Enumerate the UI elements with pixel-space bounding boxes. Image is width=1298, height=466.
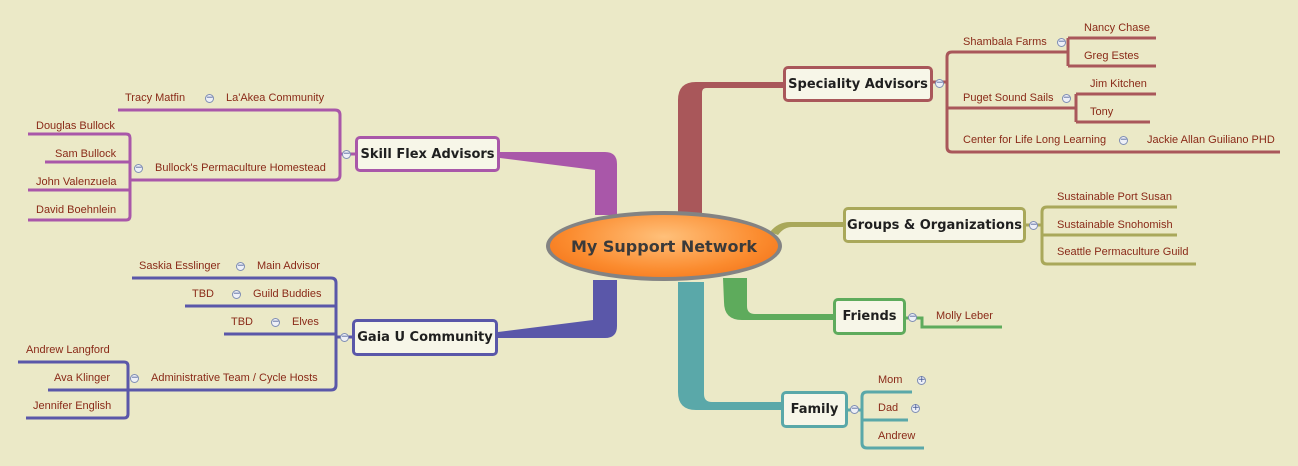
subtopic-greg-estes[interactable]: Greg Estes — [1084, 50, 1140, 62]
subtopic-shambala-farms[interactable]: Shambala Farms — [963, 36, 1047, 48]
collapse-guild-icon[interactable]: − — [232, 289, 241, 299]
collapse-puget-icon[interactable]: − — [1062, 93, 1071, 103]
collapse-gaiau-icon[interactable]: − — [340, 332, 349, 342]
subtopic-lakea-community[interactable]: La'Akea Community — [226, 92, 325, 104]
subtopic-douglas-bullock[interactable]: Douglas Bullock — [36, 120, 115, 132]
subtopic-andrew[interactable]: Andrew — [878, 430, 916, 442]
subtopic-guild-buddies[interactable]: Guild Buddies — [253, 288, 322, 300]
subtopic-ava-klinger[interactable]: Ava Klinger — [54, 372, 111, 384]
topic-family[interactable]: Family — [781, 391, 848, 428]
expand-dad-icon[interactable]: + — [911, 403, 920, 413]
branch-gaiau — [498, 280, 617, 338]
subtopic-jennifer-english[interactable]: Jennifer English — [33, 400, 112, 412]
subtopic-dad[interactable]: Dad — [878, 402, 899, 414]
topic-gaia-u-community[interactable]: Gaia U Community — [352, 319, 498, 356]
branch-skillflex — [500, 152, 617, 215]
subtopic-bullocks-permaculture[interactable]: Bullock's Permaculture Homestead — [155, 162, 326, 174]
collapse-lakea-icon[interactable]: − — [205, 93, 214, 103]
collapse-elves-icon[interactable]: − — [271, 317, 280, 327]
subtopic-andrew-langford[interactable]: Andrew Langford — [26, 344, 110, 356]
subtopic-molly-leber[interactable]: Molly Leber — [936, 310, 993, 322]
subtopic-david-boehnlein[interactable]: David Boehnlein — [36, 204, 117, 216]
central-topic[interactable]: My Support Network — [546, 211, 782, 281]
topic-groups-organizations[interactable]: Groups & Organizations — [843, 207, 1026, 243]
subtopic-seattle-permaculture-guild[interactable]: Seattle Permaculture Guild — [1057, 246, 1189, 258]
subtopic-saskia-esslinger[interactable]: Saskia Esslinger — [139, 260, 221, 272]
subtopic-tbd-guild[interactable]: TBD — [192, 288, 214, 300]
subtopic-john-valenzuela[interactable]: John Valenzuela — [36, 176, 117, 188]
subtopic-admin-team[interactable]: Administrative Team / Cycle Hosts — [151, 372, 318, 384]
expand-mom-icon[interactable]: + — [917, 375, 926, 385]
collapse-family-icon[interactable]: − — [850, 404, 859, 414]
collapse-skillflex-icon[interactable]: − — [342, 149, 351, 159]
branch-groups — [770, 222, 845, 235]
topic-label: Skill Flex Advisors — [360, 146, 495, 162]
branch-friends — [723, 278, 834, 320]
collapse-center-icon[interactable]: − — [1119, 135, 1128, 145]
collapse-shambala-icon[interactable]: − — [1057, 37, 1066, 47]
subtopic-puget-sound-sails[interactable]: Puget Sound Sails — [963, 92, 1054, 104]
collapse-bullocks-icon[interactable]: − — [134, 163, 143, 173]
topic-label: Gaia U Community — [357, 330, 493, 345]
topic-label: Family — [790, 402, 839, 417]
central-topic-label: My Support Network — [570, 236, 758, 256]
subtopic-tbd-elves[interactable]: TBD — [231, 316, 253, 328]
subtopic-jackie-guiliano[interactable]: Jackie Allan Guiliano PHD — [1147, 134, 1275, 146]
topic-label: Groups & Organizations — [847, 217, 1022, 233]
collapse-friends-icon[interactable]: − — [908, 312, 917, 322]
subtopic-sustainable-port-susan[interactable]: Sustainable Port Susan — [1057, 191, 1172, 203]
subtopic-elves[interactable]: Elves — [292, 316, 319, 328]
collapse-main-advisor-icon[interactable]: − — [236, 261, 245, 271]
topic-friends[interactable]: Friends — [833, 298, 906, 335]
subtopic-tracy-matfin[interactable]: Tracy Matfin — [125, 92, 186, 104]
branch-family — [678, 282, 782, 410]
subtopic-sam-bullock[interactable]: Sam Bullock — [55, 148, 117, 160]
collapse-speciality-icon[interactable]: − — [935, 78, 944, 88]
subtopic-tony[interactable]: Tony — [1090, 106, 1114, 118]
subtopic-center-life-long-learning[interactable]: Center for Life Long Learning — [963, 134, 1107, 146]
collapse-admin-icon[interactable]: − — [130, 373, 139, 383]
subtopic-nancy-chase[interactable]: Nancy Chase — [1084, 22, 1151, 34]
topic-skill-flex-advisors[interactable]: Skill Flex Advisors — [355, 136, 500, 172]
subtopic-sustainable-snohomish[interactable]: Sustainable Snohomish — [1057, 219, 1173, 231]
topic-speciality-advisors[interactable]: Speciality Advisors — [783, 66, 933, 102]
topic-label: Speciality Advisors — [788, 76, 928, 92]
subtopic-jim-kitchen[interactable]: Jim Kitchen — [1090, 78, 1147, 90]
collapse-groups-icon[interactable]: − — [1029, 220, 1038, 230]
topic-label: Friends — [842, 309, 897, 324]
branch-speciality — [678, 82, 784, 215]
subtopic-main-advisor[interactable]: Main Advisor — [257, 260, 320, 272]
subtopic-mom[interactable]: Mom — [878, 374, 903, 386]
